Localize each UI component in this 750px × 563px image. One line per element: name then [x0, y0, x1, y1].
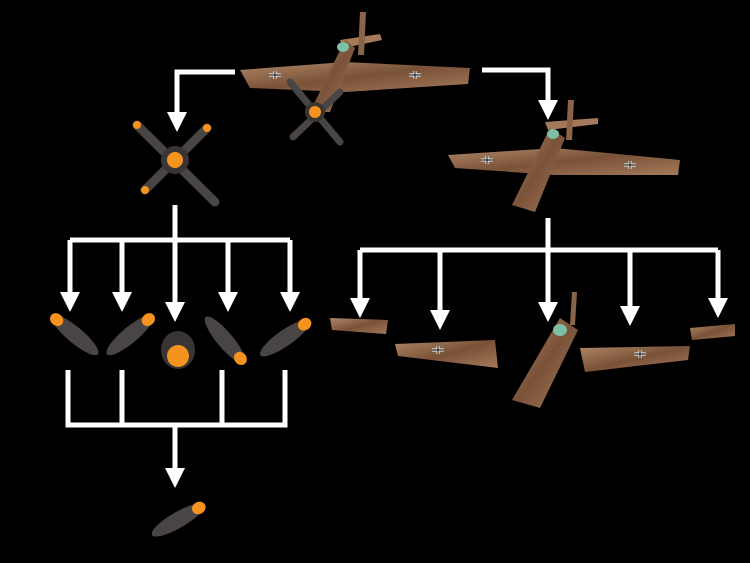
left-wing — [395, 340, 498, 368]
blade-3 — [199, 311, 252, 369]
blade-2 — [101, 308, 159, 361]
airframe — [448, 100, 680, 212]
fuselage — [512, 292, 578, 408]
connectors — [60, 67, 728, 488]
single-blade — [148, 497, 209, 542]
full-airplane — [240, 12, 470, 146]
blade-1 — [46, 308, 104, 361]
merge-bracket — [65, 370, 288, 428]
left-wingtip — [330, 318, 388, 334]
right-wingtip — [690, 324, 735, 340]
propeller-branch — [70, 205, 290, 243]
propeller-hub — [161, 331, 195, 369]
right-wing — [580, 346, 690, 372]
blade-4 — [255, 313, 315, 362]
airframe-branch — [360, 218, 718, 253]
propeller-assembly — [132, 120, 220, 207]
arrow-to-propeller — [167, 69, 235, 132]
arrow-to-airframe — [482, 67, 558, 120]
